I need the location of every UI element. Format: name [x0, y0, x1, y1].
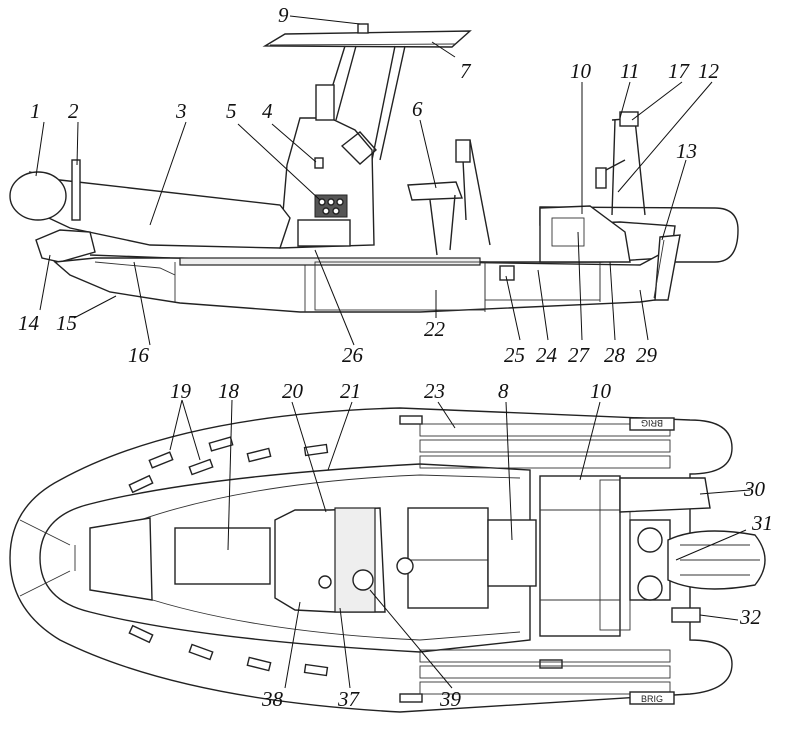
- deck-hatch: [174, 527, 271, 585]
- callout-11: 11: [620, 59, 639, 83]
- lower-tube-handles: [128, 624, 563, 703]
- callout-28: 28: [604, 343, 626, 367]
- callout-3: 3: [175, 99, 187, 123]
- antenna-mount: [357, 23, 369, 34]
- aft-frame: [605, 117, 646, 216]
- t-top-canopy: [262, 30, 472, 48]
- callout-26: 26: [342, 343, 364, 367]
- callout-16: 16: [128, 343, 150, 367]
- callout-12: 12: [698, 59, 720, 83]
- callout-4: 4: [262, 99, 273, 123]
- callout-13: 13: [676, 139, 697, 163]
- side-view: [9, 23, 739, 313]
- callout-31: 31: [751, 511, 773, 535]
- steering-wheel: [352, 569, 374, 591]
- callout-6: 6: [412, 97, 423, 121]
- leader-lines: [35, 15, 751, 689]
- callout-10-top: 10: [590, 379, 612, 403]
- brand-mark-upper: BRIG: [629, 417, 675, 431]
- callout-29: 29: [636, 343, 658, 367]
- callout-18: 18: [218, 379, 240, 403]
- callout-7: 7: [460, 59, 472, 83]
- seat-top: [407, 507, 489, 609]
- bow-roller: [35, 229, 96, 263]
- aft-bench-top: [539, 475, 621, 637]
- callout-25: 25: [504, 343, 525, 367]
- callout-1: 1: [30, 99, 41, 123]
- upper-tube-handles: [128, 415, 423, 494]
- callout-17: 17: [668, 59, 691, 83]
- callout-37: 37: [337, 687, 361, 711]
- callout-labels: 1 2 3 4 5 6 7 8 9 10 10 11 12 13 14 15 1…: [18, 3, 773, 711]
- callout-14: 14: [18, 311, 40, 335]
- tube-pads: [419, 423, 671, 695]
- callout-5: 5: [226, 99, 237, 123]
- transom: [654, 234, 681, 301]
- callout-22: 22: [424, 317, 446, 341]
- callout-23: 23: [424, 379, 445, 403]
- bow-fender: [9, 171, 67, 221]
- callout-10-side: 10: [570, 59, 592, 83]
- callout-8: 8: [498, 379, 509, 403]
- callout-32: 32: [739, 605, 762, 629]
- t-top-frame: [321, 45, 406, 161]
- callout-30: 30: [743, 477, 766, 501]
- callout-19: 19: [170, 379, 192, 403]
- bow-hatch: [89, 517, 153, 601]
- callout-38: 38: [261, 687, 284, 711]
- hatch-bar: [179, 257, 481, 266]
- callout-9: 9: [278, 3, 289, 27]
- top-view: BRIG BRIG: [9, 407, 766, 713]
- brand-text-upper: BRIG: [641, 418, 663, 428]
- callout-27: 27: [568, 343, 591, 367]
- cleat-32: [671, 607, 701, 623]
- console: [279, 117, 375, 249]
- callout-39: 39: [439, 687, 462, 711]
- callout-20: 20: [282, 379, 304, 403]
- brand-text-lower: BRIG: [641, 694, 663, 704]
- callout-21: 21: [340, 379, 361, 403]
- stern-cushion: [619, 477, 711, 513]
- callout-15: 15: [56, 311, 77, 335]
- callout-24: 24: [536, 343, 558, 367]
- brand-mark-lower: BRIG: [629, 691, 675, 705]
- callout-2: 2: [68, 99, 79, 123]
- leaning-post-seat: [407, 181, 463, 201]
